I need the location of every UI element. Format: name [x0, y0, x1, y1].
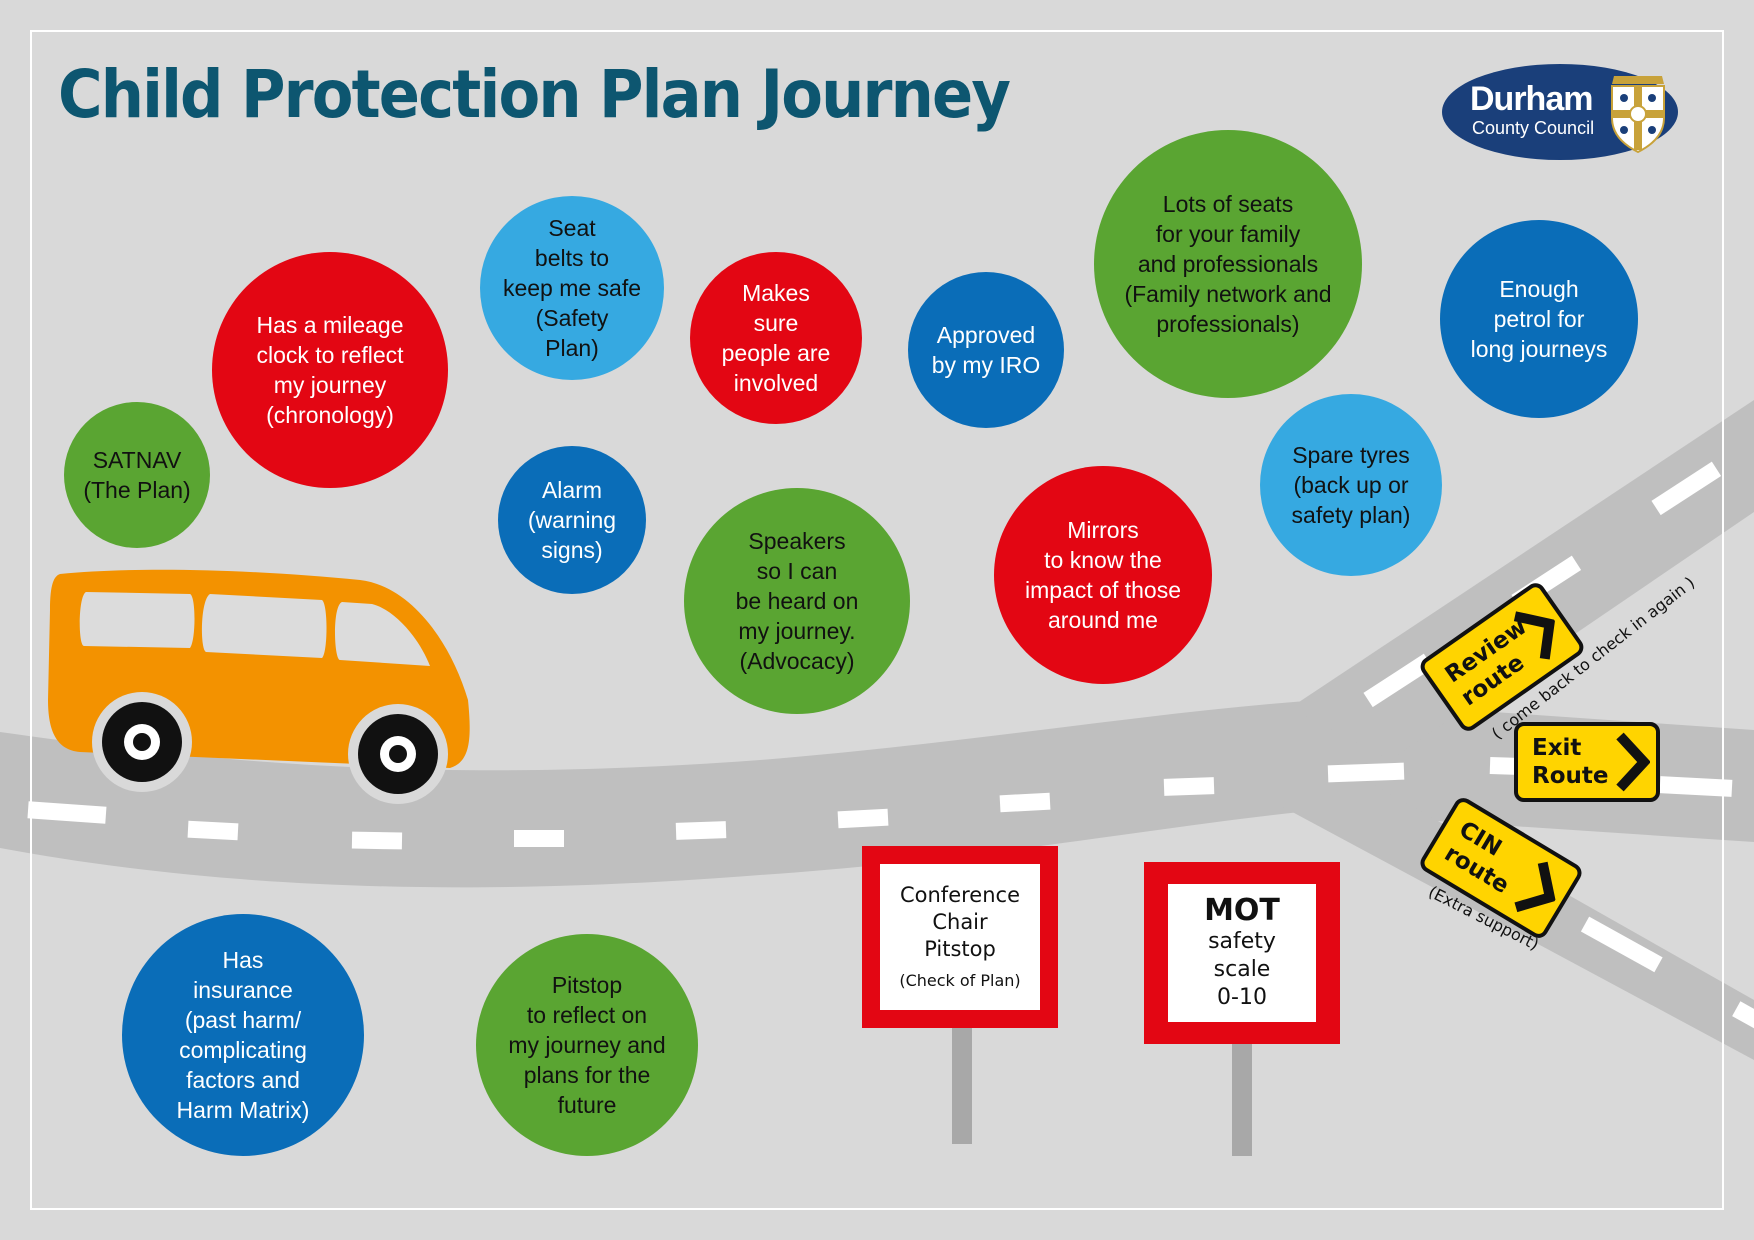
mot-sign-line-1: safety: [1208, 929, 1276, 954]
bubble-tyres-text: Spare tyres (back up or safety plan): [1291, 442, 1411, 528]
council-logo: Durham County Council: [1442, 64, 1678, 160]
cin-route-label: CIN route: [1439, 816, 1514, 899]
bubble-insurance: Has insurance (past harm/ complicating f…: [122, 914, 364, 1156]
bubble-mirrors: Mirrors to know the impact of those arou…: [994, 466, 1212, 684]
bubble-iro-text: Approved by my IRO: [931, 322, 1041, 378]
logo-name: Durham: [1470, 80, 1593, 118]
conference-sign-line-2: Chair: [932, 909, 988, 934]
mot-sign-title: MOT: [1204, 893, 1280, 928]
road-markings: [27, 461, 1754, 1036]
exit-route-label: Exit Route: [1532, 735, 1609, 789]
bubble-tyres: Spare tyres (back up or safety plan): [1260, 394, 1442, 576]
bubble-iro: Approved by my IRO: [908, 272, 1064, 428]
bubble-alarm: Alarm (warning signs): [498, 446, 646, 594]
cin-route-sign: CIN route: [1416, 794, 1586, 942]
chevron-right-icon: [1514, 861, 1556, 913]
bubble-petrol-text: Enough petrol for long journeys: [1470, 276, 1608, 362]
bubble-insurance-text: Has insurance (past harm/ complicating f…: [176, 947, 310, 1123]
bubble-mileage: Has a mileage clock to reflect my journe…: [212, 252, 448, 488]
van: [48, 569, 470, 804]
review-route-sign: Review route: [1416, 579, 1588, 735]
conference-sign-post: [952, 1018, 972, 1144]
bubble-petrol: Enough petrol for long journeys: [1440, 220, 1638, 418]
mot-sign-line-3: 0-10: [1217, 985, 1267, 1010]
mot-sign: MOT safety scale 0-10: [1144, 862, 1340, 1044]
bubble-seats-text: Lots of seats for your family and profes…: [1124, 191, 1332, 337]
page-title: Child Protection Plan Journey: [58, 56, 1011, 133]
crest-icon: [1611, 76, 1665, 154]
bubble-involved-text: Makes sure people are involved: [721, 280, 831, 396]
bubble-speakers: Speakers so I can be heard on my journey…: [684, 488, 910, 714]
conference-sign-note: (Check of Plan): [899, 970, 1021, 990]
conference-sign-line-3: Pitstop: [924, 936, 996, 961]
logo-subtitle: County Council: [1472, 118, 1595, 138]
conference-sign-line-1: Conference: [899, 882, 1020, 907]
main-road: [0, 700, 1754, 888]
bubble-alarm-text: Alarm (warning signs): [527, 477, 617, 563]
bubble-mirrors-text: Mirrors to know the impact of those arou…: [1025, 517, 1181, 633]
exit-route-sign: Exit Route: [1514, 722, 1660, 802]
bubble-pitstop: Pitstop to reflect on my journey and pla…: [476, 934, 698, 1156]
mot-sign-post: [1232, 1038, 1252, 1156]
bubble-speakers-text: Speakers so I can be heard on my journey…: [735, 528, 859, 674]
bubble-involved: Makes sure people are involved: [690, 252, 862, 424]
bubble-seatbelts-text: Seat belts to keep me safe (Safety Plan): [502, 215, 642, 361]
bubble-seatbelts: Seat belts to keep me safe (Safety Plan): [480, 196, 664, 380]
chevron-right-icon: [1616, 732, 1650, 792]
page-frame: [30, 30, 1724, 1210]
conference-sign: Conference Chair Pitstop (Check of Plan): [862, 846, 1058, 1028]
bubble-seats: Lots of seats for your family and profes…: [1094, 130, 1362, 398]
mot-sign-line-2: scale: [1213, 957, 1271, 982]
bubble-satnav: SATNAV (The Plan): [64, 402, 210, 548]
bubble-pitstop-text: Pitstop to reflect on my journey and pla…: [508, 972, 666, 1118]
chevron-right-icon: [1513, 611, 1556, 660]
bubble-mileage-text: Has a mileage clock to reflect my journe…: [256, 312, 404, 428]
bubble-satnav-text: SATNAV (The Plan): [83, 447, 191, 503]
